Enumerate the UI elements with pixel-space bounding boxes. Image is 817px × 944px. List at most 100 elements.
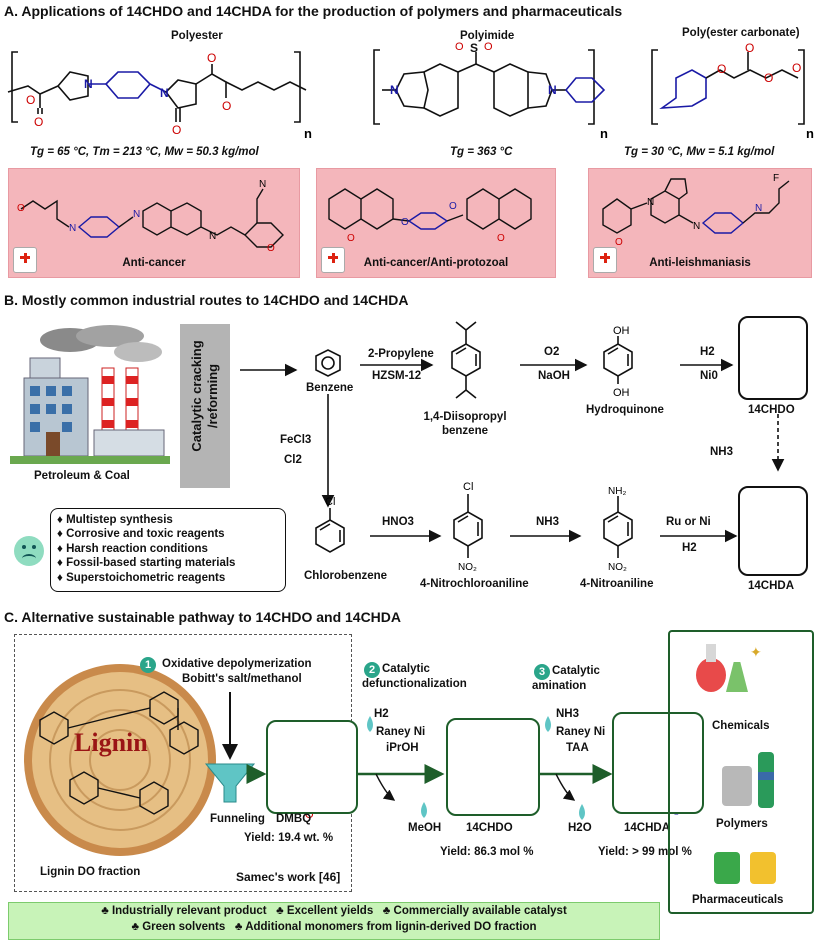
svg-text:N: N <box>160 86 169 100</box>
polyester-name: Polyester <box>171 30 223 42</box>
step-1-title: Oxidative depolymerization <box>162 658 312 670</box>
chdo-box-c <box>446 718 540 816</box>
step-1-sub: Bobitt's salt/methanol <box>182 673 302 685</box>
section-a-title: A. Applications of 14CHDO and 14CHDA for… <box>4 3 623 19</box>
chda-box-b <box>738 486 808 576</box>
reagent-ni0: Ni0 <box>700 370 718 382</box>
chemicals-flask-icon: ✦ <box>696 644 762 696</box>
svg-text:S: S <box>470 42 478 55</box>
svg-text:O: O <box>222 99 231 113</box>
polyimide-n: n <box>600 126 608 141</box>
drawback-item: ♦ Corrosive and toxic reagents <box>57 528 225 541</box>
svg-text:N: N <box>755 203 762 214</box>
polymers-bottle-icon <box>722 752 792 810</box>
medicine-bottle-icon <box>593 247 617 273</box>
app-polymers: Polymers <box>716 818 768 830</box>
step3-reagent-raneyni: Raney Ni <box>556 726 606 738</box>
nitroaniline-label: 4-Nitroaniline <box>580 578 654 590</box>
applications-box: ✦ Chemicals Polymers Pharmaceuticals <box>668 630 814 914</box>
reagent-hno3: HNO3 <box>382 516 414 528</box>
chda-box-c <box>612 712 704 814</box>
svg-text:O: O <box>792 61 801 75</box>
svg-text:O: O <box>305 809 314 821</box>
diisopropyl-label: 1,4-Diisopropyl benzene <box>423 411 507 437</box>
step-1-badge: 1 <box>140 657 156 673</box>
svg-text:NH₂: NH₂ <box>608 486 626 497</box>
reagent-nh3-b: NH3 <box>710 446 734 458</box>
svg-text:O: O <box>484 42 493 53</box>
svg-text:N: N <box>390 83 399 97</box>
sad-face-icon <box>14 536 44 566</box>
samec-reference: Samec's work [46] <box>236 870 341 884</box>
svg-text:N: N <box>133 209 140 220</box>
svg-text:O: O <box>764 71 773 85</box>
highlights-row-1: ♣ Industrially relevant product ♣ Excell… <box>101 905 567 917</box>
drawback-item: ♦ Superstoichometric reagents <box>57 571 226 584</box>
lignin-wood-icon <box>24 664 216 856</box>
chda-label-b: 14CHDA <box>748 580 795 592</box>
step2-reagent-h2: H2 <box>374 708 389 720</box>
medicine-bottle-icon <box>13 247 37 273</box>
svg-text:N: N <box>259 179 266 190</box>
drawback-item: ♦ Harsh reaction conditions <box>57 542 208 555</box>
polyestercarbonate-props: Tg = 30 °C, Mw = 5.1 kg/mol <box>624 146 775 158</box>
hydroquinone-label: Hydroquinone <box>586 404 664 416</box>
dmbq-label: DMBQ <box>276 813 312 825</box>
lignin-word: Lignin <box>74 728 148 757</box>
polyester-props: Tg = 65 °C, Tm = 213 °C, Mw = 50.3 kg/mo… <box>30 146 259 158</box>
benzene-label: Benzene <box>306 382 354 394</box>
highlights-strip: ♣ Industrially relevant product ♣ Excell… <box>8 902 660 940</box>
svg-text:F: F <box>773 173 779 184</box>
section-c-title: C. Alternative sustainable pathway to 14… <box>4 609 402 625</box>
svg-text:OH: OH <box>613 325 630 337</box>
step-2-title: Catalytic defunctionalization <box>362 663 467 690</box>
reagent-nh3-a: NH3 <box>536 516 560 528</box>
medicine-bottle-icon <box>321 247 345 273</box>
funneling-label: Funneling <box>210 813 265 825</box>
dmbq-box <box>266 720 358 814</box>
lignin-caption: Lignin DO fraction <box>40 866 141 878</box>
svg-text:N: N <box>693 221 700 232</box>
reagent-h2-a: H2 <box>700 346 715 358</box>
section-b-title: B. Mostly common industrial routes to 14… <box>4 292 409 308</box>
svg-text:Cl: Cl <box>463 481 473 493</box>
reagent-o2: O2 <box>544 346 560 358</box>
chdo-yield: Yield: 86.3 mol % <box>440 846 534 858</box>
svg-text:NO₂: NO₂ <box>458 562 477 573</box>
chdo-label-b: 14CHDO <box>748 404 795 416</box>
step3-reagent-nh3: NH3 <box>556 708 580 720</box>
highlights-row-2: ♣ Green solvents ♣ Additional monomers f… <box>131 921 537 933</box>
step-3-title: Catalytic amination <box>532 665 600 692</box>
step-2-badge: 2 <box>364 662 380 678</box>
factory-icon <box>10 325 170 464</box>
reagent-ruorni: Ru or Ni <box>666 516 711 528</box>
step-3-badge: 3 <box>534 664 550 680</box>
svg-text:O: O <box>401 217 409 228</box>
reagent-propylene: 2-Propylene <box>368 348 434 360</box>
drug-label-antileishmaniasis: Anti-leishmaniasis <box>649 257 751 269</box>
polyestercarbonate-name: Poly(ester carbonate) <box>682 27 800 39</box>
svg-text:N: N <box>69 223 76 234</box>
svg-text:O: O <box>449 201 457 212</box>
drug-panel-antileishmaniasis: N O N N F Anti-leishmaniasis <box>588 168 812 278</box>
drug-panel-anticancer: O N N N N O Anti-cancer <box>8 168 300 278</box>
chdo-label-c: 14CHDO <box>466 822 513 834</box>
step2-reagent-raneyni: Raney Ni <box>376 726 426 738</box>
drawbacks-box: ♦ Multistep synthesis ♦ Corrosive and to… <box>50 508 286 592</box>
source-label: Petroleum & Coal <box>34 470 130 482</box>
drawback-item: ♦ Multistep synthesis <box>57 514 173 526</box>
svg-text:Cl: Cl <box>325 496 335 508</box>
reagent-hzsm: HZSM-12 <box>372 370 422 382</box>
reagent-cl2: Cl2 <box>284 454 302 466</box>
svg-text:O: O <box>267 243 275 254</box>
drug-panel-antiprotozoal: O O O O Anti-cancer/Anti-protozoal <box>316 168 556 278</box>
drawback-item: ♦ Fossil-based starting materials <box>57 557 236 570</box>
reagent-fecl3: FeCl3 <box>280 434 312 446</box>
drug-label-anticancer: Anti-cancer <box>122 257 186 269</box>
svg-text:O: O <box>497 233 505 244</box>
polyimide-props: Tg = 363 °C <box>450 146 513 158</box>
nitrochloroaniline-label: 4-Nitrochloroaniline <box>420 578 529 590</box>
drug-label-antiprotozoal: Anti-cancer/Anti-protozoal <box>363 257 509 269</box>
svg-text:N: N <box>548 83 557 97</box>
chda-label-c: 14CHDA <box>624 822 671 834</box>
